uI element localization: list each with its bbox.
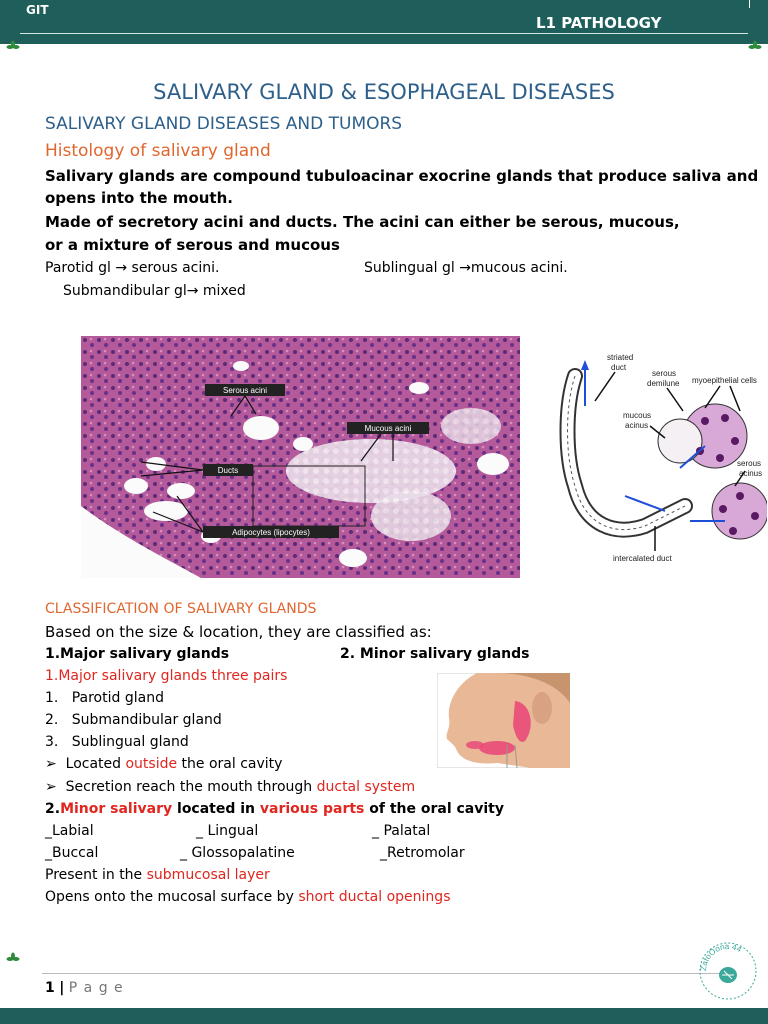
classification-intro: Based on the size & location, they are c… [45, 623, 432, 641]
minor-type-palatal: _ Palatal [372, 823, 431, 839]
label-serous-demilune: demilune [647, 379, 680, 388]
sublingual-note: Sublingual gl →mucous acini. [364, 260, 568, 276]
arrow-bullet-icon: ➢ [45, 756, 66, 772]
leaf-icon [6, 952, 20, 961]
acinus-diagram: striated duct serous demilune myoepithel… [559, 353, 767, 563]
page-header: GIT L1 PATHOLOGY [0, 0, 768, 44]
label-serous-demilune: serous [652, 369, 676, 378]
parotid-note: Parotid gl → serous acini. [45, 260, 220, 276]
minor-type-labial: _Labial [45, 823, 94, 839]
footer-bar [0, 1008, 768, 1024]
label-intercalated: intercalated duct [613, 554, 672, 563]
minor-type-buccal: _Buccal [45, 845, 99, 861]
list-item: 1. Parotid gland [45, 690, 164, 706]
present-line: Present in the submucosal layer [45, 867, 270, 883]
page-number: 1 | P a g e [45, 980, 124, 996]
list-item: 2. Submandibular gland [45, 712, 222, 728]
label-mucous-acinus: mucous [623, 411, 651, 420]
histology-micrograph: Serous acini Mucous acini Ducts Adipocyt… [81, 336, 520, 578]
list-item: 3. Sublingual gland [45, 734, 189, 750]
label-ducts: Ducts [218, 466, 238, 475]
subsection-heading: Histology of salivary gland [45, 141, 271, 161]
label-adipocytes: Adipocytes (lipocytes) [232, 528, 310, 537]
zatoona-badge: ZatoOona 44 [699, 942, 757, 1000]
minor-type-retromolar: _Retromolar [380, 845, 465, 861]
face-illustration [437, 673, 570, 768]
arrow-bullet-icon: ➢ [45, 779, 66, 795]
label-mucous-acinus: acinus [625, 421, 648, 430]
label-mucous-acini: Mucous acini [365, 424, 412, 433]
submandibular-note: Submandibular gl→ mixed [63, 283, 246, 299]
opens-line: Opens onto the mucosal surface by short … [45, 889, 451, 905]
minor-line: 2.Minor salivary located in various part… [45, 801, 504, 817]
para-line: or a mixture of serous and mucous [45, 236, 340, 254]
para-line: Salivary glands are compound tubuloacina… [45, 167, 759, 185]
header-rule [20, 33, 748, 34]
label-myoepithelial: myoepithelial cells [692, 376, 757, 385]
minor-type-glossopalatine: _ Glossopalatine [180, 845, 295, 861]
para-line: opens into the mouth. [45, 189, 233, 207]
label-striated: duct [611, 363, 627, 372]
label-serous-acinus: acinus [739, 469, 762, 478]
minor-heading: 2. Minor salivary glands [340, 646, 530, 662]
badge-text: ZatoOona 44 [699, 942, 744, 971]
major-heading: 1.Major salivary glands [45, 646, 230, 662]
page-title: SALIVARY GLAND & ESOPHAGEAL DISEASES [153, 80, 615, 104]
footer-rule [42, 973, 732, 974]
minor-type-lingual: _ Lingual [196, 823, 259, 839]
leaf-icon [748, 40, 762, 49]
header-right-label: L1 PATHOLOGY [536, 14, 662, 32]
para-line: Made of secretory acini and ducts. The a… [45, 213, 680, 231]
header-tick [749, 0, 750, 8]
leaf-icon [6, 40, 20, 49]
bullet-location: ➢ Located outside the oral cavity [45, 756, 283, 772]
classification-heading: CLASSIFICATION OF SALIVARY GLANDS [45, 601, 317, 617]
label-striated: striated [607, 353, 633, 362]
major-subheading: 1.Major salivary glands three pairs [45, 668, 288, 684]
svg-text:ZatoOona 44: ZatoOona 44 [699, 942, 744, 971]
section-heading: SALIVARY GLAND DISEASES AND TUMORS [45, 114, 403, 134]
label-serous-acinus: serous [737, 459, 761, 468]
label-serous-acini: Serous acini [223, 386, 267, 395]
bullet-secretion: ➢ Secretion reach the mouth through duct… [45, 779, 416, 795]
header-left-label: GIT [26, 3, 49, 17]
